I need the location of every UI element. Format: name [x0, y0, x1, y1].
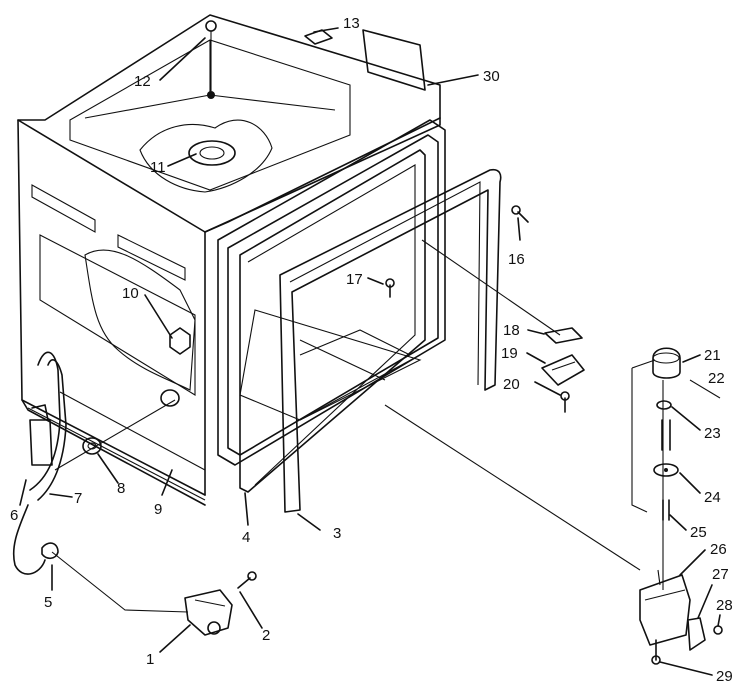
label-3: 3	[333, 525, 341, 542]
label-19: 19	[501, 345, 518, 362]
leader-lines	[19, 27, 721, 676]
label-8: 8	[117, 480, 125, 497]
label-17: 17	[346, 271, 363, 288]
label-24: 24	[704, 489, 721, 506]
label-18: 18	[503, 322, 520, 339]
label-1: 1	[146, 651, 154, 668]
label-26: 26	[710, 541, 727, 558]
small-parts	[12, 20, 723, 665]
label-25: 25	[690, 524, 707, 541]
label-6: 6	[10, 507, 18, 524]
label-28: 28	[716, 597, 733, 614]
part-labels: 1 2 3 4 5 6 7 8 9 10 11 12 13 30 16 17 1…	[10, 15, 733, 685]
label-13: 13	[343, 15, 360, 32]
label-27: 27	[712, 566, 729, 583]
label-16: 16	[508, 251, 525, 268]
label-22: 22	[708, 370, 725, 387]
tub-body	[17, 14, 441, 506]
label-29: 29	[716, 668, 733, 685]
label-2: 2	[262, 627, 270, 644]
label-4: 4	[242, 529, 250, 546]
label-23: 23	[704, 425, 721, 442]
label-30: 30	[483, 68, 500, 85]
label-11: 11	[150, 159, 166, 176]
label-9: 9	[154, 501, 162, 518]
label-5: 5	[44, 594, 52, 611]
label-7: 7	[74, 490, 82, 507]
label-21: 21	[704, 347, 721, 364]
label-12: 12	[134, 73, 151, 90]
door-frame	[217, 119, 502, 513]
label-20: 20	[503, 376, 520, 393]
label-10: 10	[122, 285, 139, 302]
